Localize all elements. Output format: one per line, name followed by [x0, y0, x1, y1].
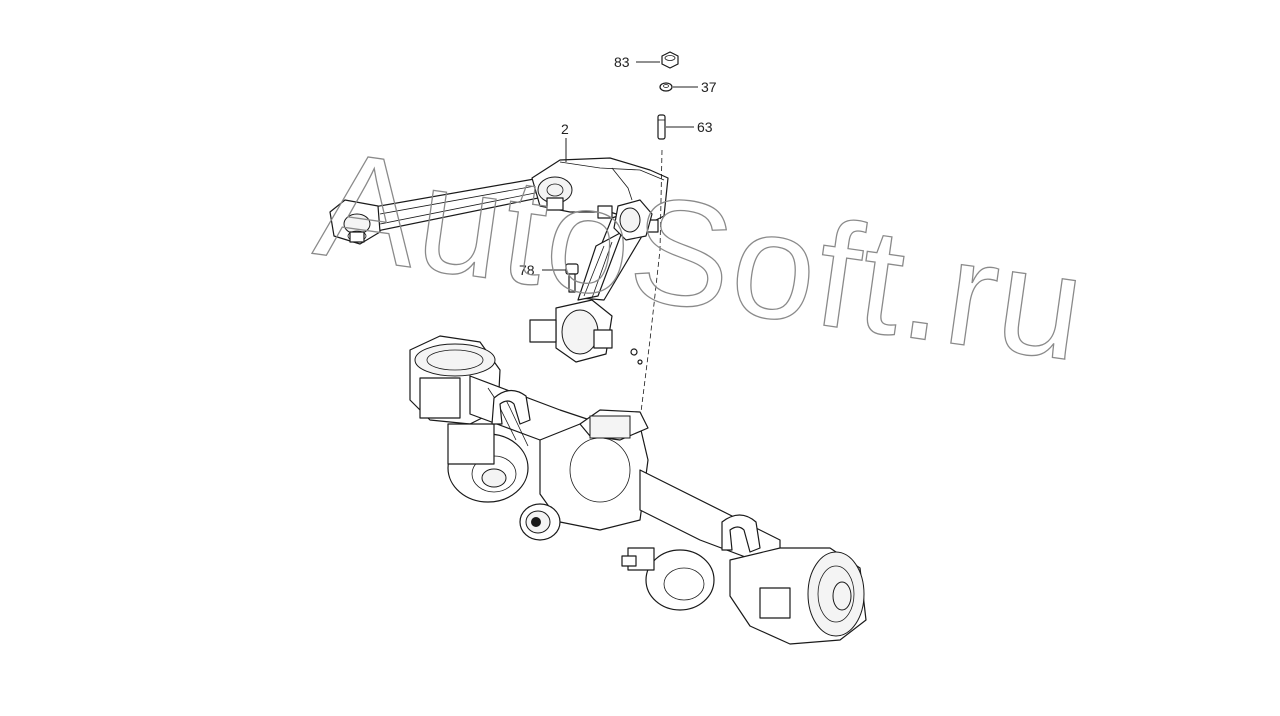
lower-reaction-rod[interactable]: [529, 199, 653, 365]
callout-83[interactable]: 83: [614, 54, 660, 70]
nut-part-83[interactable]: [661, 51, 679, 69]
axle-housing[interactable]: [409, 335, 867, 645]
callout-label: 63: [697, 119, 713, 135]
callout-label: 78: [519, 262, 535, 278]
reaction-rod-assembly[interactable]: [329, 157, 669, 245]
callout-label: 83: [614, 54, 630, 70]
callout-2[interactable]: 2: [561, 121, 569, 162]
callout-label: 2: [561, 121, 569, 137]
washer-part-37[interactable]: [659, 82, 673, 92]
stud-part-63[interactable]: [657, 114, 666, 140]
callout-label: 37: [701, 79, 717, 95]
callout-63[interactable]: 63: [666, 119, 713, 135]
bolt-part-78: [565, 263, 579, 293]
assembly-centerline: [629, 149, 663, 441]
callout-37[interactable]: 37: [673, 79, 717, 95]
callout-78[interactable]: 78: [519, 262, 566, 278]
